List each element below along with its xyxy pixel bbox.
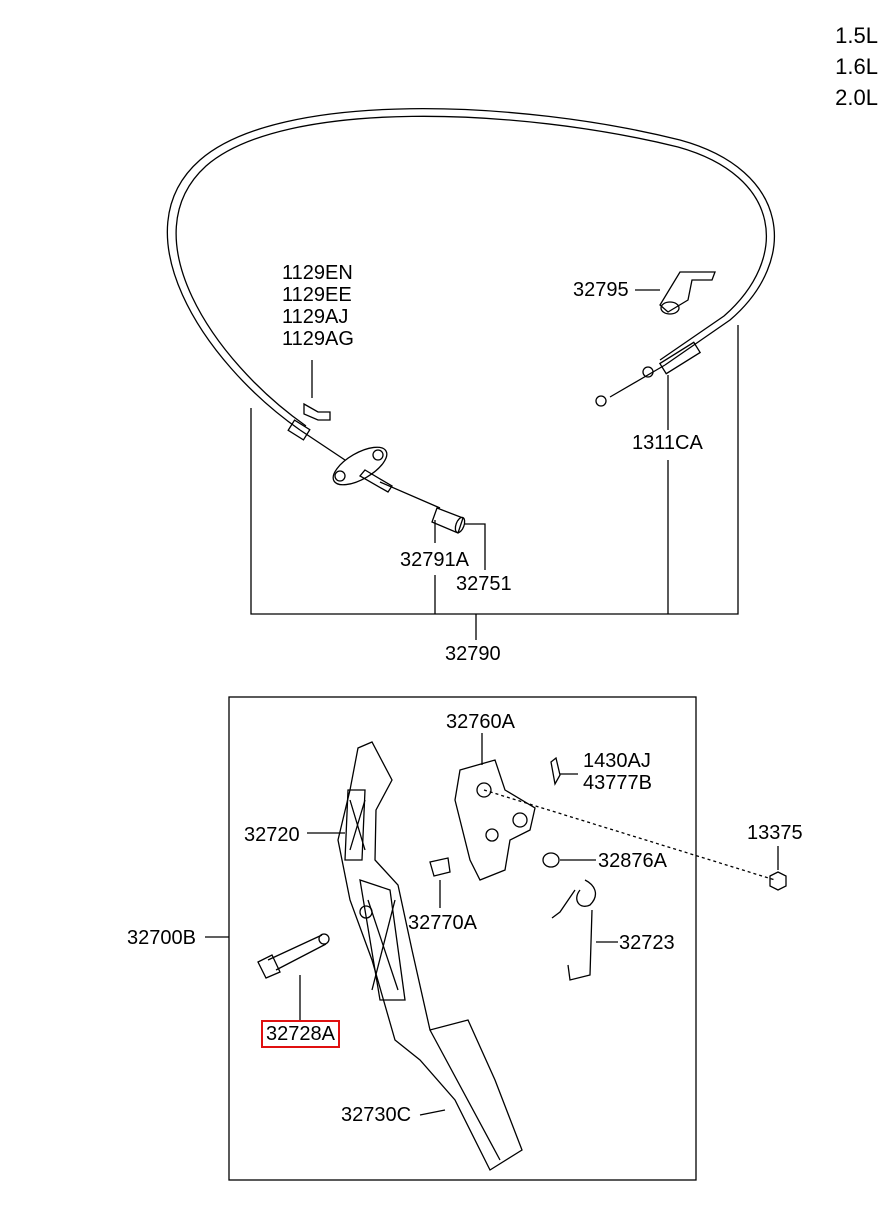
label-32730C: 32730C — [341, 1104, 412, 1126]
assembly-frame — [228, 696, 697, 1181]
label-32876A: 32876A — [598, 850, 667, 872]
engine-2: 1.6L — [835, 54, 878, 79]
pedal-bracket — [454, 759, 536, 881]
label-32751: 32751 — [456, 573, 512, 595]
bolt-part-numbers: 1129EN 1129EE 1129AJ 1129AG — [282, 262, 354, 350]
label-32770A: 32770A — [408, 912, 477, 934]
nut — [769, 871, 787, 891]
label-32723: 32723 — [619, 932, 675, 954]
label-32791A: 32791A — [400, 549, 469, 571]
label-1311CA: 1311CA — [632, 432, 703, 454]
pin-label-1: 1430AJ — [583, 750, 651, 772]
pin-label-2: 43777B — [583, 772, 652, 794]
label-32790: 32790 — [445, 643, 501, 665]
pedal-arm — [337, 741, 523, 1171]
label-32728A-highlighted[interactable]: 32728A — [261, 1020, 340, 1048]
pivot-pin — [267, 934, 323, 961]
bolt — [303, 402, 331, 421]
pin-part-numbers: 1430AJ 43777B — [583, 750, 652, 794]
bushing — [429, 857, 451, 877]
stopper — [542, 852, 560, 868]
bolt-label-3: 1129AJ — [282, 306, 349, 328]
bolt-label-4: 1129AG — [282, 328, 354, 350]
label-32795: 32795 — [573, 279, 629, 301]
accelerator-cable-outer — [175, 115, 768, 427]
bolt-label-2: 1129EE — [282, 284, 352, 306]
cotter-pin — [550, 756, 561, 786]
engine-3: 2.0L — [835, 85, 878, 110]
label-13375: 13375 — [747, 822, 803, 844]
accelerator-cable — [166, 108, 775, 431]
label-32760A: 32760A — [446, 711, 515, 733]
engine-1: 1.5L — [835, 23, 878, 48]
bolt-label-1: 1129EN — [282, 262, 353, 284]
label-32700B: 32700B — [127, 927, 196, 949]
label-32720: 32720 — [244, 824, 300, 846]
cable-bracket — [659, 271, 716, 313]
grommet-plate — [332, 446, 388, 486]
engine-variants: 1.5L 1.6L 2.0L — [835, 20, 878, 113]
return-spring — [551, 879, 597, 981]
cable-sleeve — [287, 419, 311, 441]
cable-end-fitting — [658, 341, 702, 375]
